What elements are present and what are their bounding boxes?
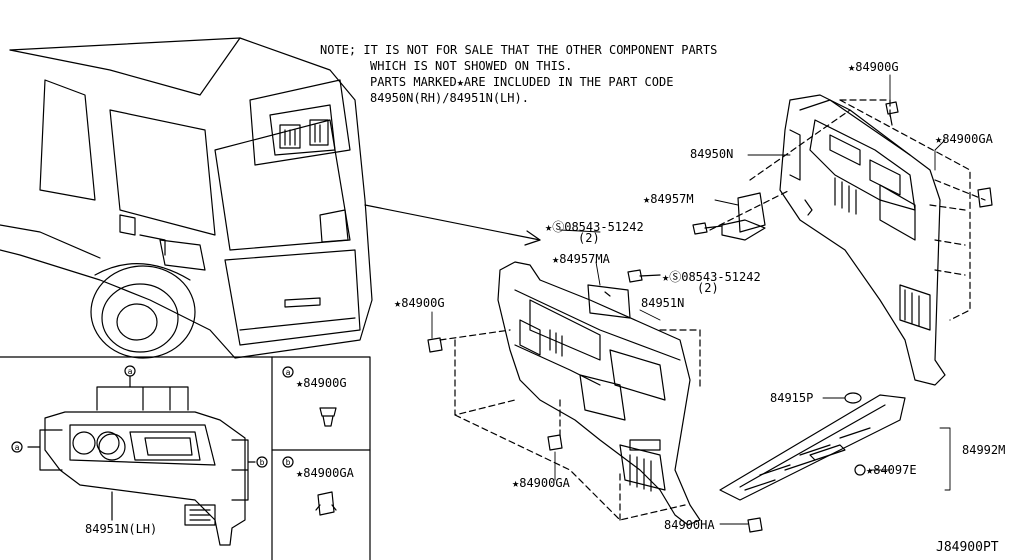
sill-plate <box>719 394 906 501</box>
callout-a-left: a <box>15 443 20 452</box>
note-line-1: NOTE; IT IS NOT FOR SALE THAT THE OTHER … <box>320 43 718 57</box>
legend-clip-a <box>319 407 337 427</box>
diagram-code: J84900PT <box>936 540 999 555</box>
label-bolt-1-qty: (2) <box>578 231 600 245</box>
clip-84900G-top <box>885 101 899 126</box>
label-84915P: 84915P <box>770 391 814 405</box>
guide-lines-lh <box>439 329 701 521</box>
bolt-1 <box>692 222 723 235</box>
note-line-2: WHICH IS NOT SHOWED ON THIS. <box>370 59 573 73</box>
cap-84915P <box>844 392 862 404</box>
vehicle-illustration <box>0 37 373 359</box>
clip-84900G-mid <box>427 337 443 353</box>
clip-84900GA-bottom <box>547 434 563 451</box>
callout-b-right: b <box>260 458 265 467</box>
trim-panel-lh <box>497 261 701 526</box>
label-84951N: 84951N <box>641 296 685 310</box>
callout-a-legend: a <box>286 368 291 377</box>
guide-lines-rh <box>709 99 986 321</box>
note-line-4: 84950N(RH)/84951N(LH). <box>370 91 529 105</box>
label-84097E: ★84097E <box>866 463 917 477</box>
legend-clip-b <box>315 491 337 516</box>
callout-a-top: a <box>128 367 133 376</box>
label-bolt-2-qty: (2) <box>697 281 719 295</box>
clip-84097E <box>854 464 866 476</box>
clip-84900HA <box>747 517 763 533</box>
label-84992M: 84992M <box>962 443 1006 457</box>
callout-b-legend: b <box>286 458 291 467</box>
label-84950N: 84950N <box>690 147 734 161</box>
trim-panel-rh <box>779 94 946 386</box>
label-84900GA-bottom: ★84900GA <box>512 476 570 490</box>
label-bolt-2: ★Ⓢ08543-51242 <box>662 270 761 284</box>
legend-a-part: ★84900G <box>296 376 347 390</box>
bolt-2 <box>627 269 661 283</box>
label-84900GA-top: ★84900GA <box>935 132 993 146</box>
legend-b-part: ★84900GA <box>296 466 354 480</box>
label-bolt-1: ★Ⓢ08543-51242 <box>545 220 644 234</box>
detail-arrow <box>364 204 541 241</box>
note-line-3: PARTS MARKED★ARE INCLUDED IN THE PART CO… <box>370 75 674 89</box>
bracket-84957M <box>721 192 766 241</box>
bracket-84957MA <box>587 284 631 319</box>
note-block: NOTE; IT IS NOT FOR SALE THAT THE OTHER … <box>320 42 717 106</box>
inset-panel <box>0 356 371 560</box>
clip-84900GA-top <box>977 187 993 208</box>
label-84900HA: 84900HA <box>664 518 715 532</box>
label-84900G-mid: ★84900G <box>394 296 445 310</box>
label-84957MA: ★84957MA <box>552 252 610 266</box>
leader-lines <box>431 74 951 525</box>
label-84900G-top: ★84900G <box>848 60 899 74</box>
label-84951N-LH: 84951N(LH) <box>85 522 158 536</box>
label-84957M: ★84957M <box>643 192 694 206</box>
